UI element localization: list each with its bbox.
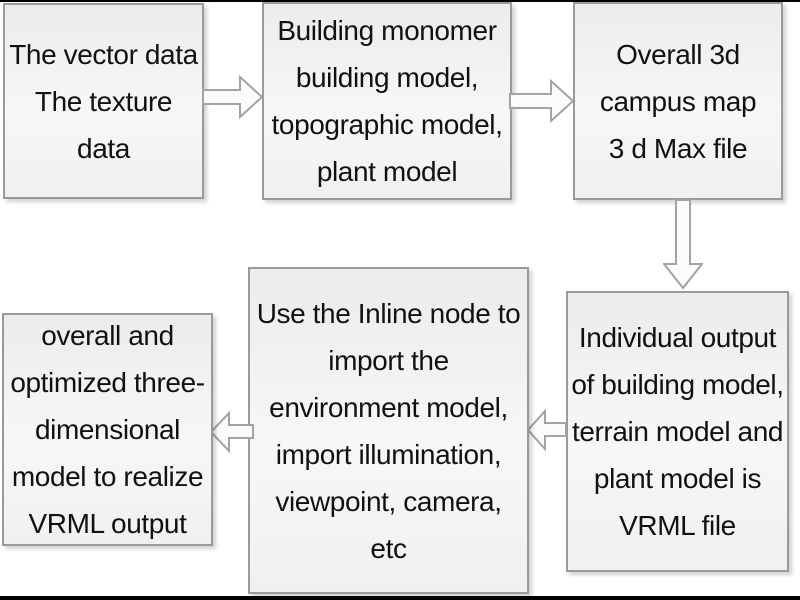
node-inline-import-label: Use the Inline node to import the enviro…	[256, 297, 521, 564]
top-border-bar	[0, 0, 800, 2]
node-optimized-output-label: overall and optimized three- dimensional…	[10, 320, 205, 539]
flow-arrow-4-left-icon	[526, 408, 567, 452]
flow-arrow-3-down-icon	[663, 199, 703, 290]
node-input-data-label: The vector data The texture data	[9, 38, 198, 164]
node-modeling: Building monomer building model, topogra…	[262, 2, 512, 200]
node-individual-output: Individual output of building model, ter…	[566, 291, 789, 572]
flow-arrow-1-right-icon	[202, 74, 264, 120]
flow-arrow-2-right-icon	[509, 78, 575, 124]
node-campus-map: Overall 3d campus map 3 d Max file	[573, 2, 783, 200]
node-input-data: The vector data The texture data	[3, 3, 204, 199]
node-inline-import: Use the Inline node to import the enviro…	[248, 267, 529, 594]
node-modeling-label: Building monomer building model, topogra…	[271, 15, 503, 187]
node-campus-map-label: Overall 3d campus map 3 d Max file	[599, 38, 757, 164]
flow-arrow-5-left-icon	[209, 410, 254, 454]
node-optimized-output: overall and optimized three- dimensional…	[2, 313, 213, 546]
node-individual-output-label: Individual output of building model, ter…	[571, 322, 784, 541]
bottom-border-bar	[0, 596, 800, 600]
